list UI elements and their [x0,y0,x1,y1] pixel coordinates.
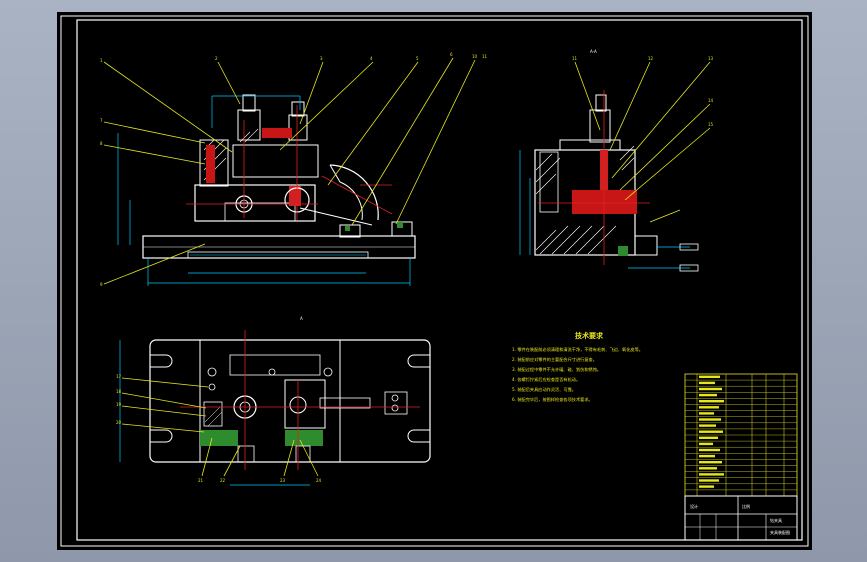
section-balloon: 13 [708,56,714,61]
handle-arc [329,164,379,221]
parts-row-text-mark [699,387,722,391]
section-balloon: 14 [708,98,714,103]
front-balloon: 7 [100,118,103,123]
parts-row-text-mark [699,436,718,439]
drawing-name: 夹具装配图 [770,529,790,535]
front-balloon: 2 [215,56,218,61]
parts-row-text-mark [699,461,722,464]
top-balloon: 22 [220,478,226,483]
parts-row-text-mark [699,381,715,385]
parts-row-text-mark [699,473,724,476]
tech-req-item: 3. 装配过程中零件不允许磕、碰、划伤和锈蚀。 [512,366,601,373]
parts-row-text-mark [699,442,713,446]
view-label: A [300,316,303,321]
parts-row-text-mark [699,479,719,482]
front-balloon: 9 [100,282,103,287]
parts-list [684,373,798,497]
slide-plate [232,144,319,178]
section-balloon: 15 [708,122,714,127]
front-balloon: 6 [450,52,453,57]
section-label: A-A [590,49,597,54]
front-balloon: 8 [100,141,103,146]
tech-req-item: 1. 零件在装配前必须清理和清洗干净，不得有毛刺、飞边、氧化皮等。 [512,346,643,353]
tech-req-item: 4. 各螺钉拧紧后应检查是否有松动。 [512,376,580,383]
designer-label: 设计 [690,503,698,509]
section-view: A-A [519,49,714,272]
front-balloon: 10 [472,54,478,59]
parts-row-text-mark [699,448,720,452]
technical-requirements: 技术要求 1. 零件在装配前必须清理和清洗干净，不得有毛刺、飞边、氧化皮等。 2… [512,331,643,403]
top-balloon: 24 [316,478,322,483]
scale-label: 比例 [742,503,750,509]
tech-req-item: 2. 装配前应对零件的主要配合尺寸进行复查。 [512,356,597,363]
parts-row-text-mark [699,454,715,458]
parts-row-text-mark [699,485,714,488]
parts-row-text-mark [699,400,724,403]
front-view: 1 2 3 4 5 6 7 8 9 10 11 [100,52,488,287]
parts-row-text-mark [699,393,717,397]
outer-frame [60,15,809,547]
parts-row-text-mark [699,375,720,378]
inner-frame [76,19,803,541]
front-balloon: 3 [320,56,323,61]
top-balloon: 19 [116,402,122,407]
tech-req-title: 技术要求 [575,331,604,340]
front-balloon: 11 [482,54,488,59]
top-balloon: 21 [198,478,204,483]
top-view: A [116,316,431,486]
parts-row-text-mark [699,467,717,470]
top-balloon: 23 [280,478,286,483]
title-block: 设计 比例 钻夹具 夹具装配图 [684,495,798,541]
tech-req-item: 6. 装配完毕后，按图样检查各项技术要求。 [512,396,593,403]
section-balloon: 12 [648,56,654,61]
parts-row-text-mark [699,430,723,433]
parts-row-text-mark [699,412,714,415]
parts-row-text-mark [699,424,716,427]
front-balloon: 1 [100,58,103,63]
tech-req-item: 5. 装配后夹具应动作灵活、可靠。 [512,386,576,393]
top-balloon: 18 [116,389,122,394]
front-balloon: 5 [416,56,419,61]
top-balloon: 17 [116,374,122,379]
parts-row-text-mark [699,406,719,409]
front-balloon: 4 [370,56,373,61]
section-balloon: 11 [572,56,578,61]
parts-row-text-mark [699,418,721,421]
top-balloon: 20 [116,420,122,425]
paper [57,12,812,550]
fixture-name: 钻夹具 [770,517,782,523]
